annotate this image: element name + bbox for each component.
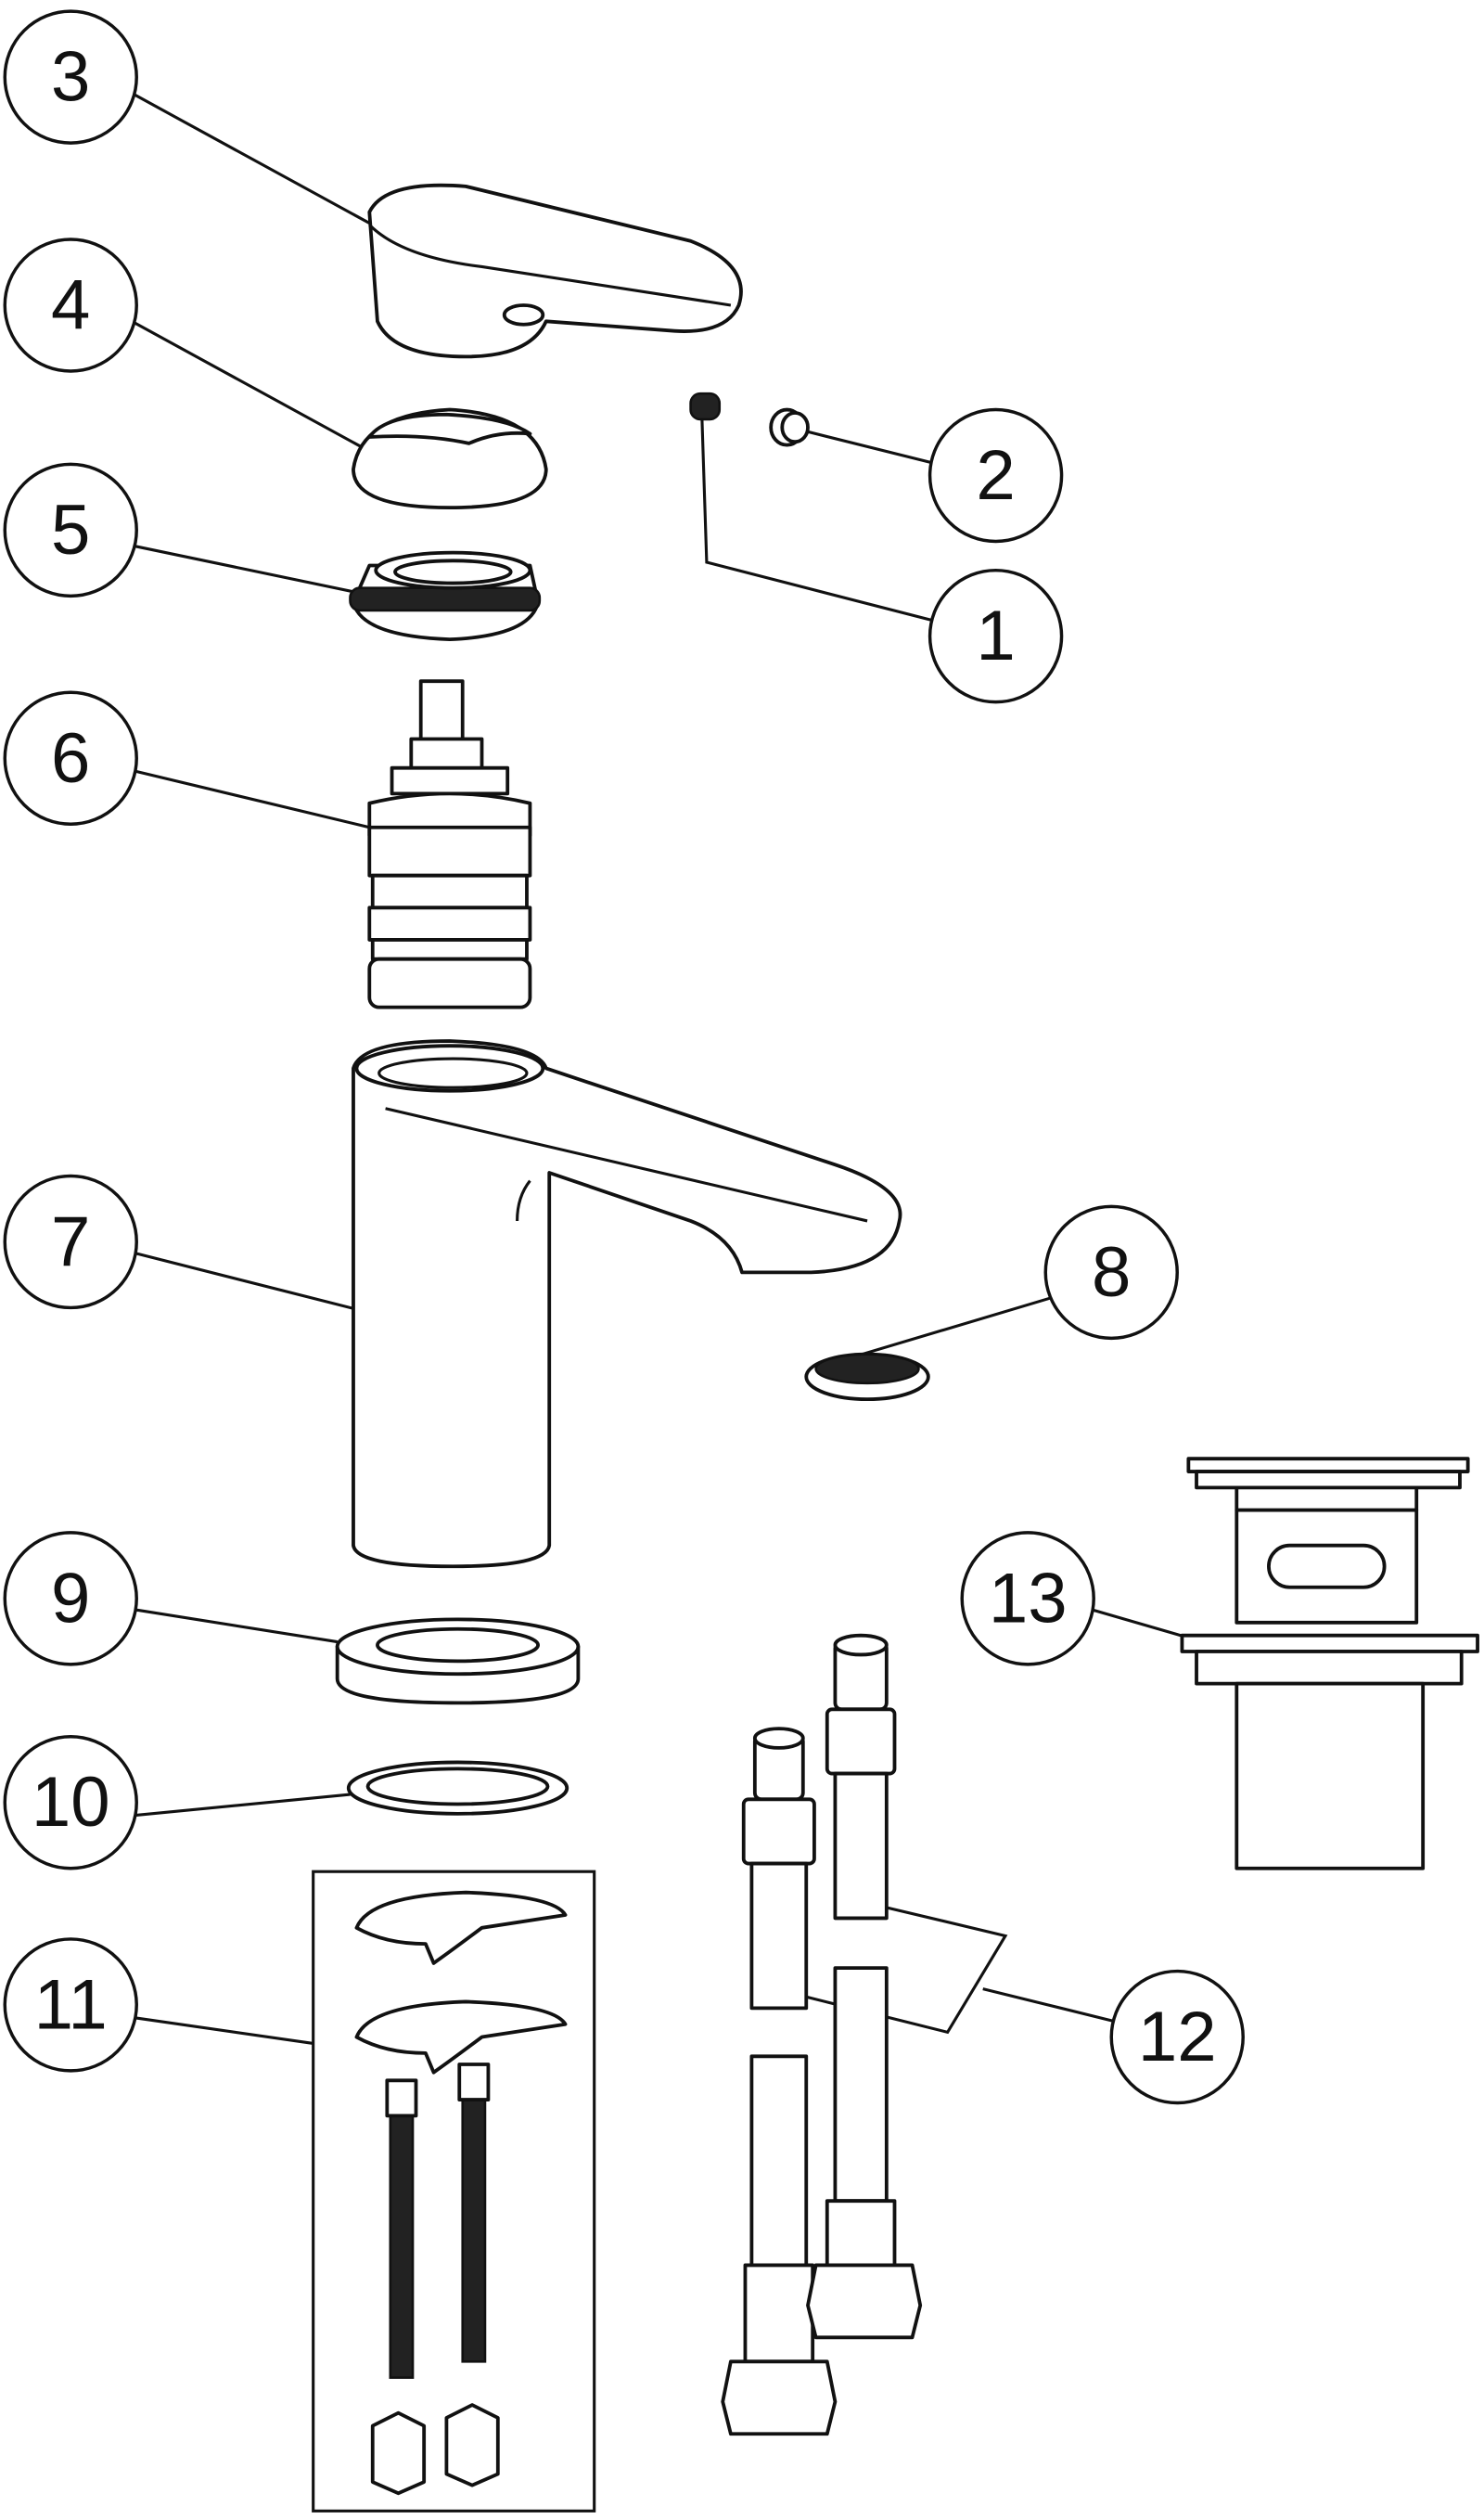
callout-5: 5	[3, 462, 138, 598]
part-13-click-waste	[1180, 1457, 1479, 1870]
svg-text:9: 9	[51, 1559, 90, 1638]
svg-text:8: 8	[1092, 1233, 1131, 1312]
callout-10: 10	[3, 1735, 138, 1870]
svg-text:13: 13	[989, 1559, 1068, 1638]
callout-7: 7	[3, 1174, 138, 1310]
svg-text:11: 11	[34, 1965, 108, 2044]
svg-text:10: 10	[32, 1763, 110, 1842]
part-10-washer	[346, 1760, 569, 1816]
part-1-grub-screw	[689, 392, 722, 421]
svg-text:1: 1	[976, 597, 1015, 675]
svg-text:3: 3	[51, 38, 90, 117]
part-9-base-plate	[335, 1617, 581, 1705]
callout-6: 6	[3, 690, 138, 826]
svg-text:12: 12	[1138, 1998, 1217, 2076]
svg-text:6: 6	[51, 719, 90, 798]
callout-2: 2	[928, 407, 1064, 544]
svg-text:2: 2	[976, 436, 1015, 515]
svg-text:5: 5	[51, 491, 90, 570]
part-12-flexible-hoses	[721, 1633, 923, 2436]
svg-text:4: 4	[51, 265, 90, 344]
callout-8: 8	[1043, 1204, 1179, 1341]
part-3-lever-handle	[367, 183, 743, 359]
part-11-fixing-kit	[312, 1870, 596, 2513]
callout-13: 13	[960, 1531, 1095, 1666]
part-8-aerator	[804, 1352, 930, 1402]
callout-11: 11	[3, 1937, 138, 2073]
callout-4: 4	[3, 238, 138, 373]
callout-9: 9	[3, 1531, 138, 1666]
part-4-cover-cap	[352, 407, 548, 510]
part-7-tap-body	[352, 1039, 902, 1569]
part-5-retaining-nut	[349, 550, 542, 642]
callout-12: 12	[1109, 1969, 1245, 2105]
callout-1: 1	[928, 568, 1064, 704]
callout-3: 3	[3, 9, 138, 145]
part-6-cartridge	[367, 679, 532, 1009]
part-2-plug-cap	[769, 407, 810, 447]
svg-text:7: 7	[51, 1202, 90, 1281]
leader-lines	[131, 92, 1193, 2046]
